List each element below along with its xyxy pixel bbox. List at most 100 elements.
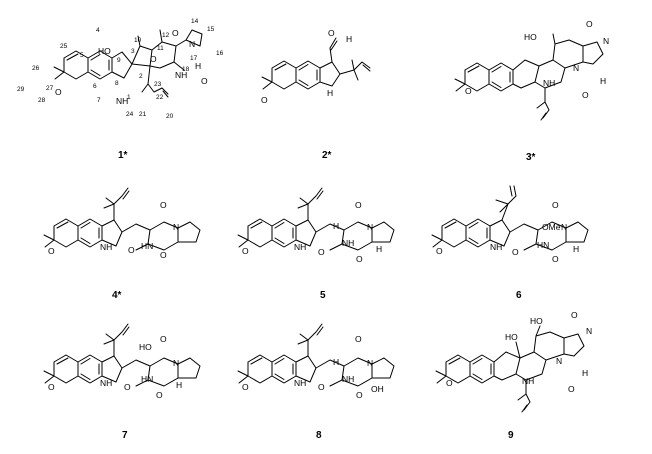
atom-nh: NH	[294, 378, 306, 388]
compound-9-label: 9	[508, 430, 514, 441]
atom-nh: NH	[342, 238, 354, 248]
atom-o: O	[355, 334, 362, 344]
svg-text:17: 17	[190, 55, 198, 62]
atom-ho: HO	[505, 332, 518, 342]
atom-n: N	[573, 63, 579, 73]
svg-text:1: 1	[127, 94, 131, 101]
atom-ome: OMe	[542, 222, 561, 232]
svg-text:18: 18	[182, 66, 190, 73]
atom-n: N	[367, 222, 373, 232]
svg-text:23: 23	[154, 81, 162, 88]
atom-o: O	[55, 87, 62, 97]
compound-8: NH O O H N O NH O OH	[237, 323, 395, 400]
atom-o: O	[156, 390, 163, 400]
atom-ho: HO	[530, 316, 543, 326]
atom-oh: OH	[371, 384, 384, 394]
svg-text:29: 29	[17, 86, 25, 93]
atom-o: O	[571, 310, 578, 320]
svg-text:27: 27	[46, 85, 54, 92]
atom-ho: HO	[524, 32, 537, 42]
atom-o: O	[48, 382, 55, 392]
compound-8-label: 8	[316, 430, 322, 441]
svg-text:16: 16	[216, 50, 224, 57]
svg-text:9: 9	[117, 57, 121, 64]
atom-hn: HN	[141, 241, 153, 251]
atom-o: O	[172, 28, 179, 38]
compound-7: NH O O HO N O HN O H	[43, 323, 201, 400]
compound-1: HO O NH O NH N O O H 1 2 3 4 5 6 7 8 9 1…	[17, 18, 224, 120]
svg-text:3: 3	[131, 48, 135, 55]
atom-h: H	[573, 244, 579, 254]
atom-o: O	[242, 246, 249, 256]
svg-text:5: 5	[80, 52, 84, 59]
atom-ho: HO	[98, 46, 111, 56]
atom-o: O	[512, 247, 519, 257]
svg-text:26: 26	[32, 65, 40, 72]
atom-n: N	[367, 358, 373, 368]
atom-o: O	[160, 250, 167, 260]
atom-o: O	[552, 200, 559, 210]
atom-o: O	[465, 86, 472, 96]
svg-text:6: 6	[93, 83, 97, 90]
atom-h: H	[600, 76, 606, 86]
svg-text:14: 14	[191, 18, 199, 25]
atom-h: H	[333, 357, 339, 367]
atom-h: H	[582, 368, 588, 378]
svg-text:7: 7	[97, 97, 101, 104]
atom-o: O	[318, 247, 325, 257]
atom-h: H	[333, 221, 339, 231]
atom-o: O	[160, 200, 167, 210]
atom-nh: NH	[543, 78, 555, 88]
atom-h: H	[346, 34, 352, 44]
svg-text:12: 12	[162, 32, 170, 39]
atom-hn: HN	[537, 240, 549, 250]
atom-o: O	[261, 95, 268, 105]
svg-text:22: 22	[156, 94, 164, 101]
atom-h: H	[195, 61, 201, 71]
svg-text:11: 11	[157, 45, 164, 52]
svg-text:4: 4	[96, 27, 100, 34]
compound-6-label: 6	[516, 290, 522, 301]
atom-o: O	[128, 245, 135, 255]
atom-o: O	[436, 246, 443, 256]
atom-o: O	[124, 382, 131, 392]
atom-o: O	[242, 382, 249, 392]
atom-nh: NH	[294, 242, 306, 252]
compound-2: O H O H	[261, 28, 371, 105]
compound-3: HO N N O O NH O H	[454, 19, 609, 121]
atom-o: O	[160, 334, 167, 344]
compound-2-label: 2*	[322, 150, 332, 161]
atom-o: O	[48, 246, 55, 256]
atom-o: O	[356, 254, 363, 264]
compound-1-label: 1*	[118, 150, 128, 161]
atom-o: O	[356, 390, 363, 400]
svg-text:2: 2	[139, 73, 143, 80]
atom-n: N	[173, 222, 179, 232]
atom-ho: HO	[139, 342, 152, 352]
atom-hn: HN	[141, 374, 153, 384]
compound-3-label: 3*	[526, 152, 536, 163]
svg-text:24: 24	[126, 111, 134, 118]
atom-n: N	[561, 222, 567, 232]
svg-text:25: 25	[60, 43, 68, 50]
atom-n: N	[173, 358, 179, 368]
atom-nh: NH	[490, 242, 502, 252]
compound-4-label: 4*	[112, 290, 122, 301]
compound-7-label: 7	[122, 430, 128, 441]
atom-o: O	[552, 254, 559, 264]
atom-o: O	[582, 90, 589, 100]
svg-text:15: 15	[207, 26, 215, 33]
atom-o: O	[328, 28, 335, 38]
compound-5-label: 5	[320, 290, 326, 301]
svg-text:28: 28	[38, 97, 46, 104]
atom-o: O	[318, 382, 325, 392]
atom-nh: NH	[342, 374, 354, 384]
svg-text:21: 21	[139, 111, 147, 118]
atom-n: N	[586, 326, 592, 336]
atom-h: H	[376, 244, 382, 254]
atom-nh: NH	[116, 96, 128, 106]
atom-h: H	[327, 88, 333, 98]
atom-n: N	[603, 36, 609, 46]
atom-o: O	[201, 76, 208, 86]
